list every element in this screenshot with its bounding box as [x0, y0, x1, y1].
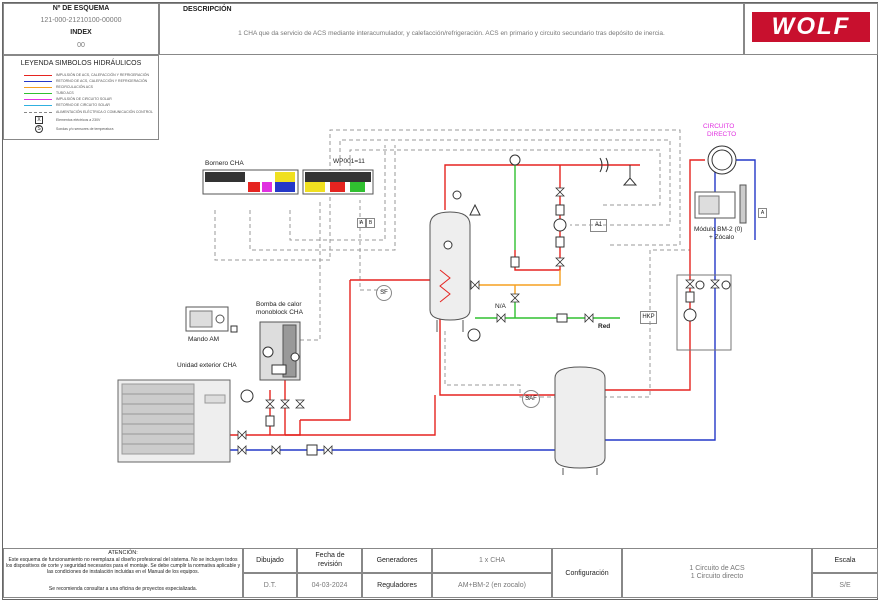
monoblock-label-2: monoblock CHA [256, 309, 303, 316]
legend-label: RECIRCULACIÓN ACS [56, 85, 93, 89]
legend-label: RETORNO DE ACS, CALEFACCIÓN Y REFRIGERAC… [56, 79, 148, 83]
terminal-b-label: B [366, 218, 375, 228]
generadores-label: Generadores [376, 557, 418, 564]
legend-label: TUBO ACS [56, 91, 74, 95]
reguladores-label-cell [362, 573, 432, 598]
description-cell [159, 3, 744, 55]
escala-label: Escala [834, 557, 856, 564]
reguladores-value-cell [432, 573, 552, 598]
description-text: 1 CHA que da servicio de ACS mediante in… [238, 30, 665, 37]
terminal-strip-cha [202, 169, 299, 195]
config-label-cell [552, 548, 622, 598]
supply-pipes [230, 159, 705, 436]
return-pipes [230, 159, 756, 451]
mando-am-device [185, 306, 238, 333]
legend-line [24, 75, 52, 76]
control-wiring [214, 129, 690, 398]
bm2-module [676, 145, 747, 351]
config-value-2: 1 Circuito directo [690, 573, 744, 580]
a-label: A [758, 208, 767, 218]
reguladores-label: Reguladores [377, 582, 417, 589]
dibujado-label: Dibujado [256, 557, 284, 564]
fecha-value-cell [297, 573, 362, 598]
legend-line [24, 81, 52, 82]
escala-label-cell [812, 548, 878, 573]
sf-sensor-label: SF [376, 285, 392, 301]
terminal-strip-wp001 [302, 169, 374, 195]
check-valves [265, 204, 695, 456]
attention-text-2: Se recomienda consultar a una oficina de… [48, 586, 198, 592]
description-label: DESCRIPCIÓN [183, 6, 232, 13]
temperature-sensors [290, 190, 731, 362]
legend-line [24, 87, 52, 88]
wp001-label: WP001=11 [333, 158, 365, 165]
hkp-label: HKP [640, 311, 657, 324]
legend-title: LEYENDA SIMBOLOS HIDRÁULICOS [20, 60, 142, 67]
attention-title: ATENCIÓN: [108, 550, 138, 556]
legend-label: RETORNO DE CIRCUITO SOLAR [56, 103, 110, 107]
dibujado-value-cell [243, 573, 297, 598]
monoblock-label-1: Bomba de calor [256, 301, 302, 308]
na-label: N/A [495, 303, 506, 310]
legend-sym2: Sondas y/o sensores de temperatura [56, 127, 114, 131]
dhw-pipe [475, 165, 620, 319]
escala-value: S/E [839, 582, 851, 589]
relief-valve [469, 203, 481, 216]
outdoor-unit [117, 379, 231, 463]
a1-label: A1 [590, 219, 607, 232]
terminal-a-label: A [357, 218, 366, 228]
dibujado-label-cell [243, 548, 297, 573]
schema-number-cell [3, 3, 159, 55]
red-label: Red [598, 323, 611, 330]
saf-sensor-label: SAF [522, 390, 540, 408]
escala-value-cell [812, 573, 878, 598]
legend-sym1: Elementos eléctricos a 230V [56, 118, 101, 122]
legend-line [24, 105, 52, 106]
attention-cell [3, 548, 243, 598]
generadores-value-cell [432, 548, 552, 573]
config-value-cell [622, 548, 812, 598]
attention-text: Este esquema de funcionamiento no reempl… [5, 557, 241, 575]
bornero-label: Bornero CHA [205, 160, 244, 167]
logo-cell [744, 3, 878, 55]
wolf-logo: WOLF [752, 12, 870, 42]
legend-label: IMPULSIÓN DE ACS, CALEFACCIÓN Y REFRIGER… [56, 73, 150, 77]
schema-number-value: 121-000-21210100-00000 [40, 17, 122, 24]
legend-label: IMPULSIÓN DE CIRCUITO SOLAR [56, 97, 112, 101]
reguladores-value: AM+BM-2 (en zocalo) [458, 582, 526, 589]
dhw-tank [429, 211, 471, 332]
sensor-symbol-icon: S [35, 125, 43, 133]
circulation-pumps [240, 154, 697, 403]
bm2-label-1: Módulo BM-2 (0) [694, 226, 743, 233]
legend-line [24, 93, 52, 94]
legend-line [24, 99, 52, 100]
fecha-value: 04-03-2024 [311, 582, 348, 589]
legend-box [3, 55, 159, 140]
config-value-1: 1 Circuito de ACS [689, 565, 745, 572]
config-label: Configuración [565, 570, 609, 577]
bm2-label-2: + Zócalo [709, 234, 735, 241]
circuit-label-1: CIRCUITO [703, 123, 735, 130]
outdoor-unit-label: Unidad exterior CHA [177, 362, 237, 369]
schema-number-label: Nº DE ESQUEMA [52, 5, 110, 12]
index-label: INDEX [70, 29, 92, 36]
circuit-label-2: DIRECTO [707, 131, 737, 138]
generadores-label-cell [362, 548, 432, 573]
buffer-tank [554, 366, 606, 475]
index-value: 00 [77, 42, 85, 49]
dhw-outlet [599, 157, 638, 186]
electrical-symbol-icon: X [35, 116, 43, 124]
fecha-label: Fecha de revisión [315, 552, 345, 568]
fecha-label-cell [297, 548, 362, 573]
legend-line [24, 112, 52, 113]
legend-label: ALIMENTACIÓN ELÉCTRICA O COMUNICACIÓN CO… [56, 110, 153, 114]
valves [237, 187, 720, 455]
generadores-value: 1 x CHA [478, 557, 506, 564]
mando-label: Mando AM [188, 336, 220, 343]
monoblock-unit [259, 321, 301, 381]
dibujado-value: D.T. [263, 582, 277, 589]
